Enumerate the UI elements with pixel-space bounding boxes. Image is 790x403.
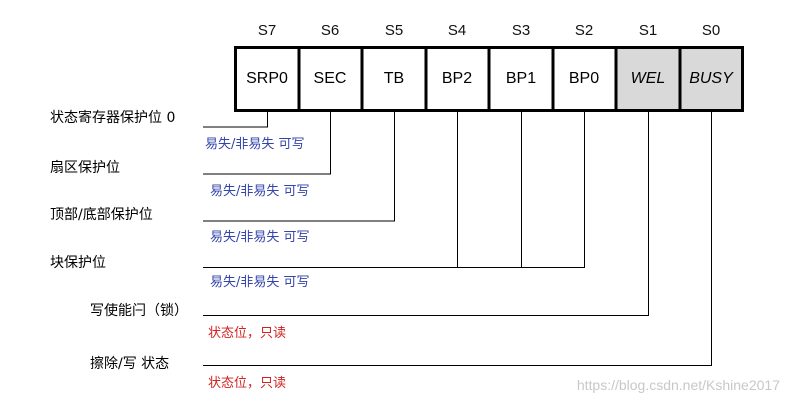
label-sec: 扇区保护位	[50, 160, 120, 176]
label-tb: 顶部/底部保护位	[50, 207, 153, 223]
note-sec: 易失/非易失 可写	[210, 184, 310, 199]
connector-busy	[203, 112, 713, 367]
bit-label-s1: S1	[638, 22, 658, 39]
register-cell-busy: BUSY	[680, 48, 742, 110]
register-cell-bp1: BP1	[505, 70, 537, 87]
connector-tb	[203, 112, 396, 222]
label-wel: 写使能闩（锁）	[90, 303, 188, 319]
label-busy: 擦除/写 状态	[90, 356, 170, 372]
bit-label-s2: S2	[574, 22, 594, 39]
label-srp0: 状态寄存器保护位 0	[50, 110, 176, 126]
note-bp: 易失/非易失 可写	[210, 275, 310, 290]
bit-label-s5: S5	[384, 22, 404, 39]
register-cell-sec: SEC	[313, 70, 347, 87]
register-cell-srp0: SRP0	[246, 70, 288, 87]
note-wel: 状态位，只读	[208, 326, 287, 341]
label-bp: 块保护位	[50, 255, 106, 271]
bit-label-s3: S3	[511, 22, 531, 39]
connector-wel	[203, 112, 650, 317]
connector-sec	[203, 112, 332, 175]
register-cell-bp0: BP0	[568, 70, 600, 87]
register-cell-bp2: BP2	[441, 70, 473, 87]
note-srp0: 易失/非易失 可写	[205, 137, 305, 152]
register-cell-tb: TB	[383, 70, 405, 87]
bit-label-s7: S7	[257, 22, 277, 39]
bit-label-s6: S6	[320, 22, 340, 39]
register-cell-wel: WEL	[617, 48, 679, 110]
note-tb: 易失/非易失 可写	[210, 230, 310, 245]
bit-label-s0: S0	[701, 22, 721, 39]
bit-label-s4: S4	[447, 22, 467, 39]
note-busy: 状态位，只读	[208, 376, 287, 391]
watermark: https://blog.csdn.net/Kshine2017	[576, 377, 780, 393]
connector-srp0	[203, 112, 269, 128]
